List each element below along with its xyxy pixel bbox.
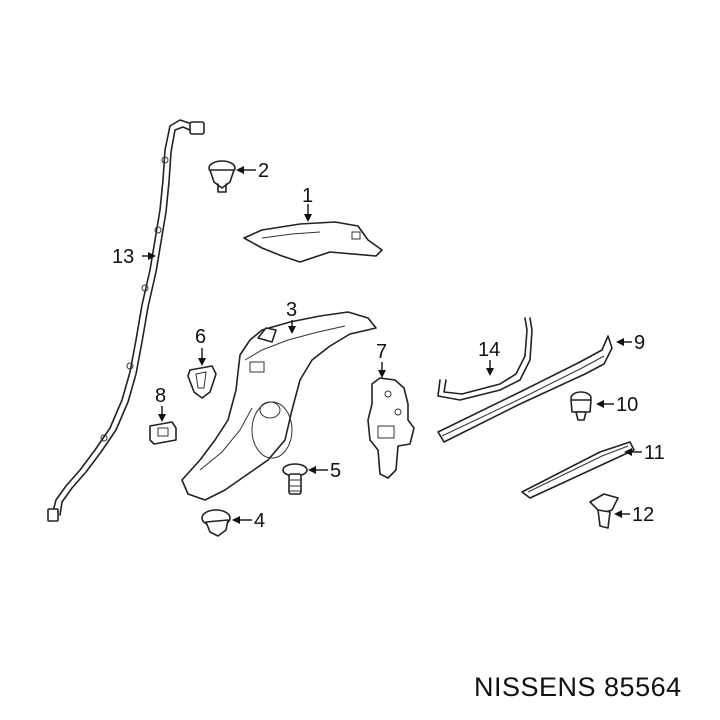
part-14-weatherstrip — [437, 317, 533, 401]
part-6-clip — [187, 365, 217, 399]
part-12-clip — [589, 493, 619, 529]
callout-5: 5 — [330, 460, 341, 482]
part-10-clip — [570, 391, 592, 421]
part-9-sill-trim — [437, 335, 613, 443]
part-3-quarter-trim — [181, 311, 377, 501]
callout-14: 14 — [478, 339, 500, 361]
part-5-bolt — [282, 463, 308, 495]
callout-2: 2 — [258, 160, 269, 182]
callout-9: 9 — [634, 332, 645, 354]
callout-1: 1 — [302, 185, 313, 207]
callout-6: 6 — [195, 326, 206, 348]
part-13-wire-harness — [47, 119, 205, 522]
callout-10: 10 — [616, 394, 638, 416]
callout-8: 8 — [155, 385, 166, 407]
part-2-clip — [208, 160, 236, 193]
part-1-upper-trim — [243, 221, 383, 263]
callout-13: 13 — [112, 246, 134, 268]
leader-lines — [142, 166, 642, 524]
callout-3: 3 — [286, 299, 297, 321]
callout-numbers: 1 2 3 4 5 6 7 8 9 10 11 12 13 14 — [112, 160, 665, 532]
brand-part-number: NISSENS 85564 — [474, 672, 682, 702]
callout-7: 7 — [376, 341, 387, 363]
part-8-connector — [149, 421, 177, 445]
part-11-scuff-plate — [521, 441, 635, 499]
part-7-bracket — [367, 377, 415, 479]
part-4-clip — [201, 509, 231, 537]
callout-4: 4 — [254, 510, 265, 532]
callout-12: 12 — [632, 504, 654, 526]
callout-11: 11 — [644, 442, 665, 464]
